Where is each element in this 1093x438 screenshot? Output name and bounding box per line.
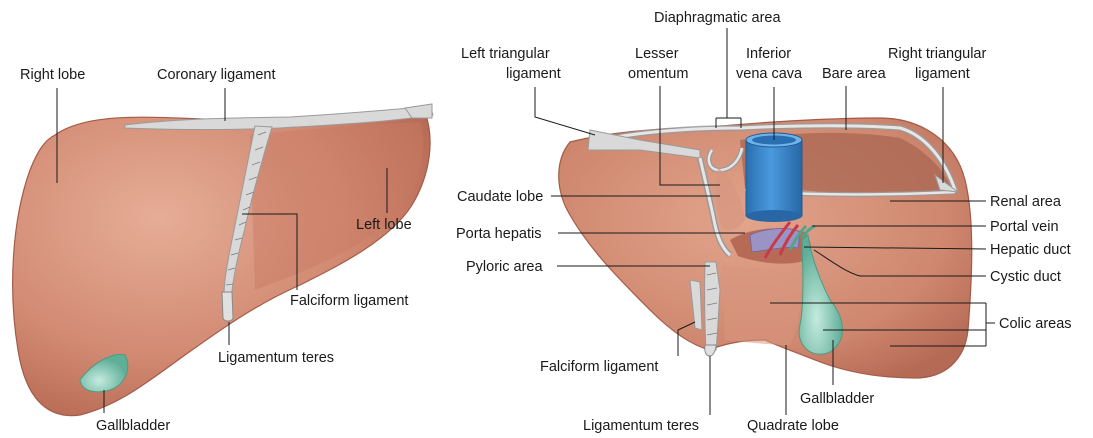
label-bare-area: Bare area (822, 66, 887, 82)
label-hepatic-duct: Hepatic duct (990, 242, 1071, 258)
label-quadrate-lobe: Quadrate lobe (747, 418, 839, 434)
label-left-triangular-2: ligament (506, 66, 561, 82)
ligamentum-teres-stub (705, 345, 716, 356)
label-ivc-1: Inferior (746, 46, 791, 62)
label-falciform-ligament-anterior: Falciform ligament (290, 293, 408, 309)
label-caudate-lobe: Caudate lobe (457, 189, 543, 205)
label-gallbladder-anterior: Gallbladder (96, 418, 170, 434)
label-renal-area: Renal area (990, 194, 1062, 210)
label-right-lobe: Right lobe (20, 67, 85, 83)
label-ligamentum-teres-posterior: Ligamentum teres (583, 418, 699, 434)
label-cystic-duct: Cystic duct (990, 269, 1061, 285)
label-left-triangular-1: Left triangular (461, 46, 550, 62)
label-colic-areas: Colic areas (999, 316, 1072, 332)
label-ivc-2: vena cava (736, 66, 803, 82)
quadrate-lobe-shape (722, 265, 801, 345)
label-diaphragmatic-area: Diaphragmatic area (654, 10, 781, 26)
label-left-lobe: Left lobe (356, 217, 412, 233)
label-falciform-ligament-posterior: Falciform ligament (540, 359, 658, 375)
ligamentum-teres-anterior (222, 292, 233, 321)
label-right-triangular-2: ligament (915, 66, 970, 82)
inferior-vena-cava-shape (746, 133, 802, 222)
label-portal-vein: Portal vein (990, 219, 1059, 235)
anterior-view (13, 104, 433, 416)
label-porta-hepatis: Porta hepatis (456, 226, 541, 242)
label-right-triangular-1: Right triangular (888, 46, 986, 62)
label-lesser-omentum-2: omentum (628, 66, 688, 82)
label-lesser-omentum-1: Lesser (635, 46, 679, 62)
label-gallbladder-posterior: Gallbladder (800, 391, 874, 407)
label-ligamentum-teres-anterior: Ligamentum teres (218, 350, 334, 366)
label-pyloric-area: Pyloric area (466, 259, 543, 275)
label-coronary-ligament: Coronary ligament (157, 67, 275, 83)
